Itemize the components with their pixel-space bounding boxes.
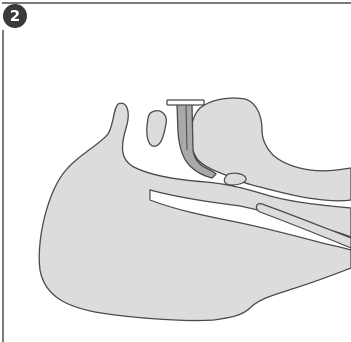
small-oval-lump [147, 111, 166, 147]
device-flange [167, 100, 204, 105]
small-droplet [224, 173, 246, 185]
